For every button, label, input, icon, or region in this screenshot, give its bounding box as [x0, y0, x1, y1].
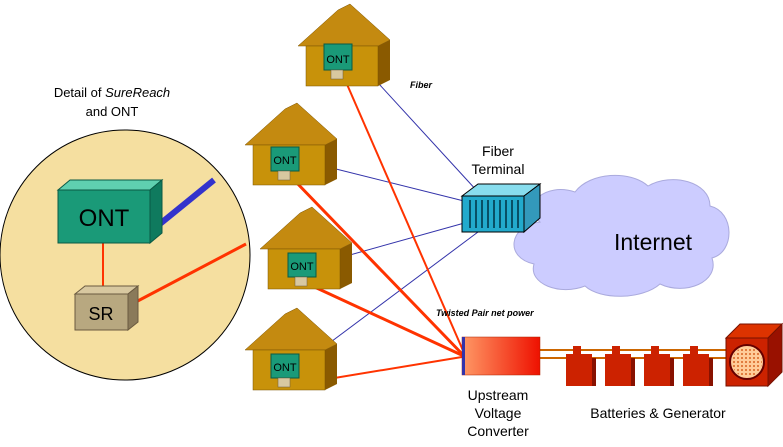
detail-sr-label: SR: [88, 304, 113, 324]
power-line-house3: [307, 282, 469, 360]
detail-ont-label: ONT: [79, 205, 130, 232]
power-line-house1: [345, 81, 469, 363]
power-lines: [291, 81, 470, 386]
fiber-label: Fiber: [410, 80, 433, 90]
house-2: ONT: [244, 102, 338, 186]
fiber-terminal-label-line2: Terminal: [472, 161, 525, 177]
converter-label-line3: Converter: [467, 423, 529, 439]
converter-label-line1: Upstream: [468, 387, 529, 403]
house-4-ont-label: ONT: [273, 362, 297, 374]
batteries: [566, 346, 713, 386]
house-4: ONT: [244, 307, 338, 391]
fiber-terminal: Fiber Terminal: [460, 143, 542, 234]
converter-label-line2: Voltage: [475, 405, 522, 421]
battery-2: [605, 346, 635, 386]
fiber-terminal-label-line1: Fiber: [482, 143, 514, 159]
battery-3: [644, 346, 674, 386]
house-1: ONT: [297, 3, 391, 87]
house-1-ont-label: ONT: [326, 54, 350, 66]
detail-power-cable: [131, 242, 247, 306]
detail-title: Detail of SureReach: [54, 85, 170, 100]
battery-4: [683, 346, 713, 386]
battery-1: [566, 346, 596, 386]
internet-label: Internet: [614, 229, 693, 255]
detail-sr-box: SR: [73, 284, 140, 332]
detail-callout: Detail of SureReach and ONT ONT SR: [0, 85, 251, 381]
detail-subtitle: and ONT: [86, 104, 139, 119]
power-line-house2: [292, 178, 470, 362]
batteries-label: Batteries & Generator: [590, 405, 726, 421]
generator: [724, 322, 783, 388]
detail-circle: [0, 129, 251, 381]
house-2-ont-label: ONT: [273, 155, 297, 167]
house-3: ONT: [259, 206, 353, 290]
twisted-pair-label: Twisted Pair net power: [436, 308, 534, 318]
voltage-converter: Upstream Voltage Converter: [461, 336, 541, 439]
house-3-ont-label: ONT: [290, 261, 314, 273]
detail-ont-box: ONT: [56, 178, 164, 245]
internet-cloud: Internet: [513, 174, 730, 297]
